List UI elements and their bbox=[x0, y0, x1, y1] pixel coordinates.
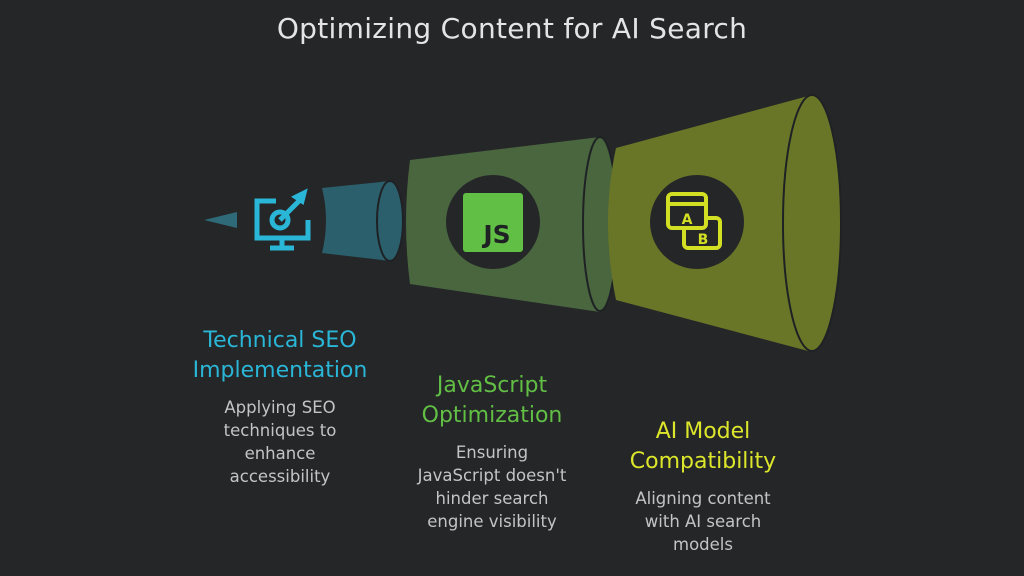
description-line: techniques to bbox=[223, 421, 337, 440]
svg-text:B: B bbox=[698, 232, 709, 248]
description-line: with AI search bbox=[644, 512, 762, 531]
heading-line: Compatibility bbox=[629, 449, 777, 474]
description-line: accessibility bbox=[229, 467, 331, 486]
page-title: Optimizing Content for AI Search bbox=[276, 12, 748, 45]
description-line: Applying SEO bbox=[224, 398, 336, 417]
description-line: hinder search bbox=[435, 489, 549, 508]
svg-text:JS: JS bbox=[481, 220, 510, 249]
stage-description: Ensuring JavaScript doesn't hinder searc… bbox=[382, 441, 602, 533]
funnel-tip bbox=[204, 212, 237, 228]
description-line: Ensuring bbox=[455, 443, 529, 462]
heading-line: Optimization bbox=[421, 403, 563, 428]
heading-line: Technical SEO bbox=[203, 328, 357, 353]
funnel-segment-javascript: JS bbox=[406, 136, 618, 312]
description-line: Aligning content bbox=[635, 489, 771, 508]
funnel-segment-ai-model: A B bbox=[608, 94, 842, 352]
stage-ai-model: AI Model Compatibility Aligning content … bbox=[588, 417, 818, 556]
stage-javascript: JavaScript Optimization Ensuring JavaScr… bbox=[382, 371, 602, 533]
heading-line: AI Model bbox=[655, 419, 751, 444]
description-line: JavaScript doesn't bbox=[417, 466, 567, 485]
svg-text:A: A bbox=[682, 212, 693, 228]
stage-heading: Technical SEO Implementation bbox=[160, 326, 400, 386]
heading-line: JavaScript bbox=[436, 373, 548, 398]
description-line: models bbox=[673, 535, 733, 554]
stage-description: Aligning content with AI search models bbox=[588, 487, 818, 556]
description-line: engine visibility bbox=[427, 512, 557, 531]
description-line: enhance bbox=[244, 444, 316, 463]
stage-description: Applying SEO techniques to enhance acces… bbox=[160, 396, 400, 488]
stage-technical-seo: Technical SEO Implementation Applying SE… bbox=[160, 326, 400, 488]
stage-heading: JavaScript Optimization bbox=[382, 371, 602, 431]
ab-test-icon: A B bbox=[666, 192, 722, 250]
javascript-icon: JS bbox=[463, 193, 523, 252]
monitor-target-icon bbox=[254, 188, 311, 251]
heading-line: Implementation bbox=[192, 358, 368, 383]
funnel-segment-technical-seo bbox=[322, 180, 404, 262]
stage-heading: AI Model Compatibility bbox=[588, 417, 818, 477]
